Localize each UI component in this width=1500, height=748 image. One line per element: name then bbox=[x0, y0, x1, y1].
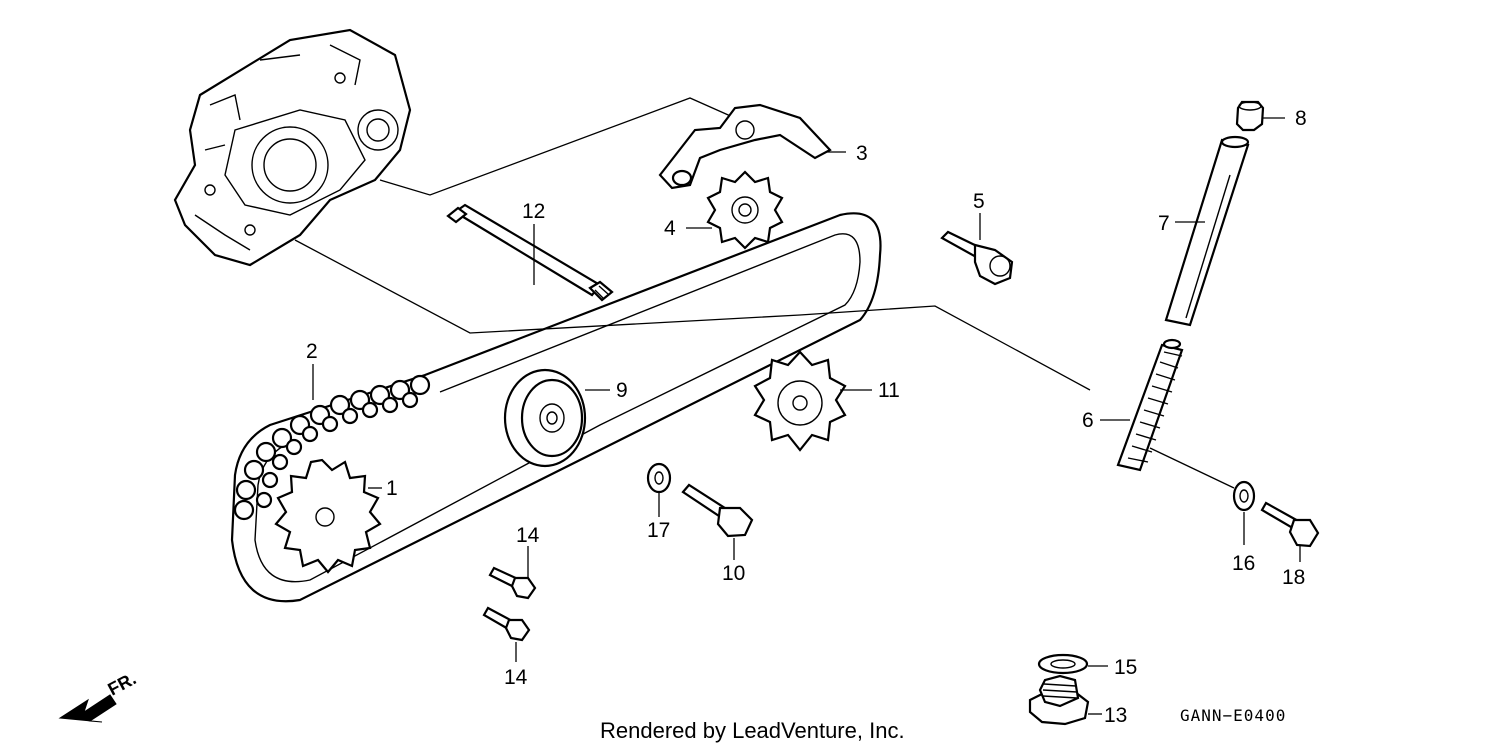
label-part-1: 1 bbox=[386, 477, 398, 500]
washer-16 bbox=[1232, 480, 1256, 512]
arrow-down-left-icon bbox=[58, 694, 117, 723]
label-part-4: 4 bbox=[664, 217, 676, 240]
rod-cap bbox=[1235, 100, 1265, 132]
tensioner-push-rod bbox=[1164, 135, 1250, 327]
tensioner-spring bbox=[1116, 338, 1184, 472]
roller-shaft bbox=[446, 203, 614, 302]
leader-lines bbox=[312, 117, 1301, 715]
label-part-2: 2 bbox=[306, 340, 318, 363]
label-part-9: 9 bbox=[616, 379, 628, 402]
guide-roller bbox=[503, 368, 587, 468]
label-part-11: 11 bbox=[878, 379, 900, 402]
guide-sprocket-small bbox=[706, 170, 784, 250]
label-part-7: 7 bbox=[1158, 212, 1170, 235]
bolt-14b bbox=[482, 606, 531, 642]
label-part-10: 10 bbox=[722, 562, 745, 585]
label-part-6: 6 bbox=[1082, 409, 1094, 432]
label-part-18: 18 bbox=[1282, 566, 1305, 589]
leader-line-cover-3 bbox=[379, 97, 736, 196]
label-part-12: 12 bbox=[522, 200, 545, 223]
chain-guide-plate bbox=[658, 103, 832, 190]
label-part-15: 15 bbox=[1114, 656, 1137, 679]
label-part-17: 17 bbox=[647, 519, 670, 542]
leader-line-cover-6 bbox=[294, 239, 1091, 391]
tensioner-sprocket bbox=[753, 350, 847, 452]
drive-sprocket bbox=[274, 458, 382, 574]
diagram-code: GANN−E0400 bbox=[1180, 706, 1286, 725]
label-part-5: 5 bbox=[973, 190, 985, 213]
sealing-washer bbox=[1037, 653, 1089, 675]
flange-bolt-10 bbox=[681, 483, 754, 538]
cam-chain bbox=[230, 212, 882, 603]
label-part-14b: 14 bbox=[504, 666, 528, 689]
crankcase-cover bbox=[173, 28, 412, 267]
label-part-14a: 14 bbox=[516, 524, 540, 547]
flange-bolt-18 bbox=[1260, 501, 1320, 548]
label-part-8: 8 bbox=[1295, 107, 1307, 130]
washer-17 bbox=[646, 462, 672, 494]
credit-text: Rendered by LeadVenture, Inc. bbox=[600, 718, 905, 743]
label-part-13: 13 bbox=[1104, 704, 1127, 727]
label-part-16: 16 bbox=[1232, 552, 1255, 575]
front-direction-indicator: FR. bbox=[58, 668, 139, 723]
sealing-bolt bbox=[1028, 674, 1090, 726]
pivot-bolt bbox=[940, 230, 1014, 286]
label-part-3: 3 bbox=[856, 142, 868, 165]
